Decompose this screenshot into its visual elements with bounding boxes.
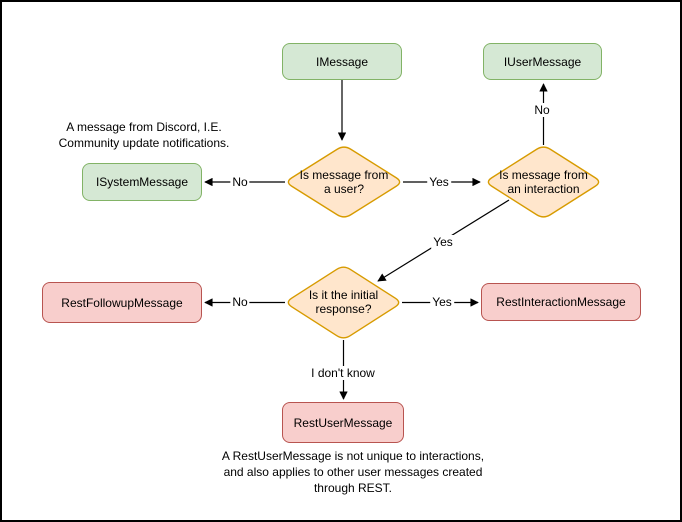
node-restinteractionmessage-label: RestInteractionMessage	[496, 295, 626, 309]
node-isystemmessage-label: ISystemMessage	[95, 175, 189, 189]
node-iusermessage: IUserMessage	[483, 43, 602, 80]
note-system-message: A message from Discord, I.E. Community u…	[58, 120, 230, 150]
node-iusermessage-label: IUserMessage	[503, 54, 582, 69]
decision-is-initial-response-diamond	[287, 266, 400, 339]
edge-label-user-yes: Yes	[427, 175, 451, 189]
decision-is-from-user-diamond	[287, 146, 401, 218]
edge-label-initial-yes: Yes	[430, 295, 454, 309]
node-restusermessage-label: RestUserMessage	[293, 415, 393, 430]
node-imessage: IMessage	[282, 43, 402, 80]
edge-label-interaction-no: No	[532, 103, 552, 117]
decision-is-from-interaction-diamond	[487, 146, 600, 218]
edge-label-i-dont-know: I don't know	[309, 366, 377, 380]
edge-label-interaction-yes: Yes	[431, 235, 455, 249]
note-rest-user-message: A RestUserMessage is not unique to inter…	[221, 449, 485, 495]
node-imessage-label: IMessage	[315, 54, 369, 69]
edge-label-initial-no: No	[230, 295, 250, 309]
decision-is-from-user-label: Is message from a user?	[299, 168, 389, 196]
node-isystemmessage: ISystemMessage	[82, 163, 202, 201]
node-restfollowupmessage-label: RestFollowupMessage	[61, 295, 183, 310]
node-restinteractionmessage: RestInteractionMessage	[481, 283, 641, 321]
node-restfollowupmessage: RestFollowupMessage	[42, 282, 202, 323]
decision-is-initial-response-label: Is it the initial response?	[308, 288, 379, 316]
node-restusermessage: RestUserMessage	[282, 402, 404, 443]
edge-label-user-no: No	[230, 175, 250, 189]
decision-is-from-interaction-label: Is message from an interaction	[499, 168, 588, 196]
